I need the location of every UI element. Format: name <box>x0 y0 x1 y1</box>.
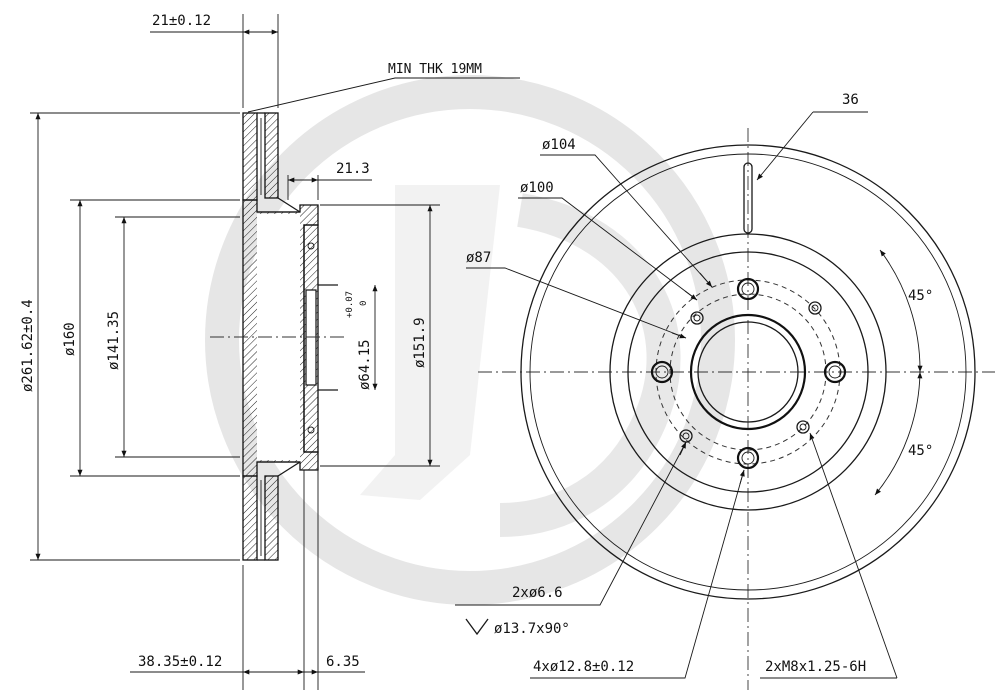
angle-arc-top <box>879 249 923 373</box>
countersink-symbol <box>465 618 489 636</box>
outer-diameter-label: ø261.62±0.4 <box>20 299 36 392</box>
hat-thickness-label: 6.35 <box>326 654 360 670</box>
small-holes-label: 2xø6.6 <box>512 585 563 601</box>
pcd-104-label: ø104 <box>542 137 576 153</box>
diameter-160-label: ø160 <box>62 322 78 356</box>
angle-arc-bottom <box>874 371 923 496</box>
side-view: 21±0.12 MIN THK 19MM 21.3 ø261.62±0.4 ø1… <box>20 13 520 690</box>
diameter-141-label: ø141.35 <box>106 311 122 370</box>
total-height-label: 38.35±0.12 <box>138 654 222 670</box>
pcd-100-label: ø100 <box>520 180 554 196</box>
bolt-holes-label: 4xø12.8±0.12 <box>533 659 634 675</box>
pcd-87-label: ø87 <box>466 250 491 266</box>
threaded-holes-label: 2xM8x1.25-6H <box>765 659 866 675</box>
angle-top-label: 45° <box>908 288 933 304</box>
outer-plate-bottom <box>242 475 258 561</box>
slot-length-label: 36 <box>842 92 859 108</box>
small-holes <box>679 301 822 443</box>
wear-slot <box>743 162 753 234</box>
inner-plate-bottom <box>264 475 279 561</box>
center-bore-tol-upper: +0.07 <box>345 291 355 318</box>
outer-plate-top <box>242 112 258 201</box>
center-bore-tol-lower: 0 <box>359 301 369 306</box>
hat-offset-label: 21.3 <box>336 161 370 177</box>
inner-plate-top <box>264 112 279 199</box>
angle-bottom-label: 45° <box>908 443 933 459</box>
watermark-logo <box>205 75 735 605</box>
center-bore-label: ø64.15 <box>357 339 373 390</box>
front-view: 36 ø104 ø100 ø87 45° 45° 2xø6.6 ø13.7x90… <box>455 92 995 690</box>
countersink-label: ø13.7x90° <box>494 621 570 637</box>
overall-thickness-label: 21±0.12 <box>152 13 211 29</box>
min-thickness-label: MIN THK 19MM <box>388 62 482 77</box>
bolt-holes <box>650 277 847 470</box>
center-bore <box>689 313 807 431</box>
disc-outer-edge <box>520 144 976 600</box>
hat-diameter-label: ø151.9 <box>412 317 428 368</box>
